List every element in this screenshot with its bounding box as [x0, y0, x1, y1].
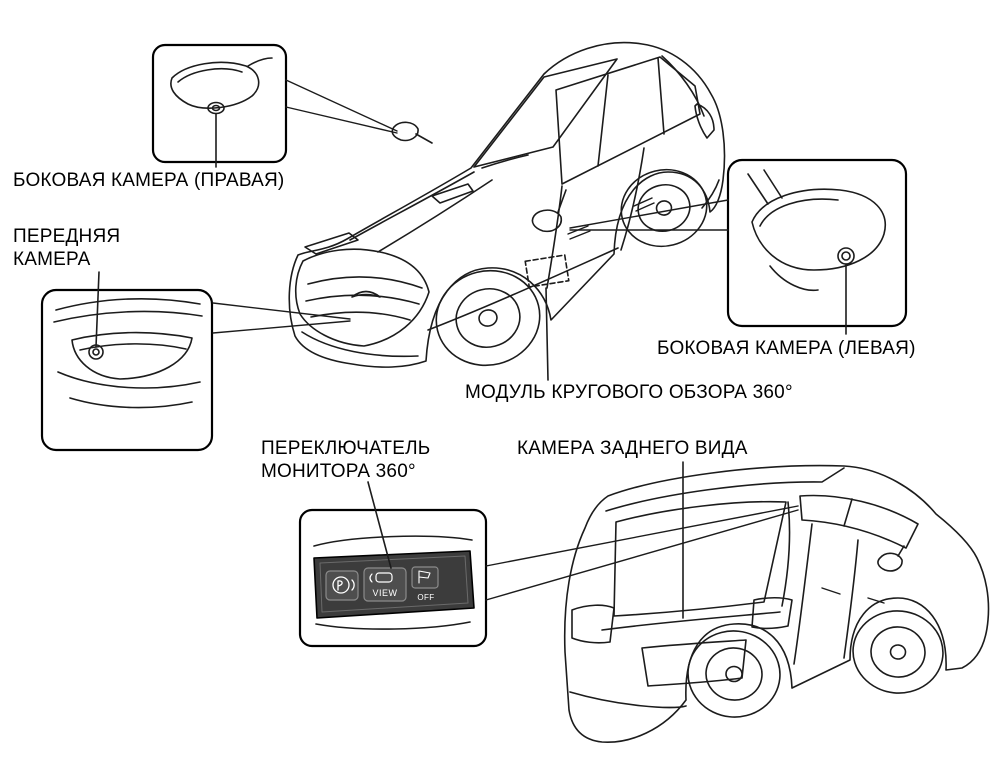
- leader-line-front-camera-label: [95, 271, 100, 348]
- front-door-edge: [793, 523, 813, 665]
- off-label: OFF: [417, 593, 434, 602]
- left-mirror-closeup-illustration: [747, 169, 886, 292]
- taillight-left: [571, 604, 615, 644]
- windshield: [473, 58, 618, 168]
- hood-crease-2: [377, 179, 493, 253]
- c-pillar: [657, 57, 665, 135]
- roof-spoiler: [605, 467, 845, 512]
- view-button-label: VIEW: [372, 588, 397, 598]
- rear-car-illustration: [563, 464, 990, 743]
- pointer-wedge-front-bumper: [212, 302, 351, 334]
- headlight-right: [431, 183, 474, 204]
- leader-line-module-360: [545, 287, 549, 381]
- rear-door-edge: [843, 539, 859, 659]
- b-pillar: [597, 74, 609, 167]
- rear-car-body-outline: [563, 464, 990, 743]
- view-button: VIEW: [363, 567, 407, 602]
- parking-sensor-button: [325, 570, 359, 601]
- rear-door-edge: [620, 147, 645, 251]
- front-grille: [294, 248, 430, 347]
- headlight-left: [304, 232, 359, 255]
- callout-front-camera: [40, 271, 351, 452]
- dashboard-bottom-line: [315, 621, 471, 630]
- callout-left-side-camera: [569, 158, 908, 335]
- side-character-line: [427, 247, 619, 331]
- leader-line-monitor-switch: [367, 481, 392, 569]
- dashboard-top-line: [313, 535, 473, 547]
- car-body-outline: [288, 41, 726, 368]
- off-indicator-icon: [418, 570, 431, 584]
- hatch-crease: [601, 611, 781, 631]
- cowl-line: [481, 154, 529, 169]
- side-windows: [799, 494, 919, 549]
- pointer-wedge-right-mirror: [285, 79, 398, 134]
- label-module-360: МОДУЛЬ КРУГОВОГО ОБЗОРА 360°: [465, 382, 793, 403]
- bumper-lip: [301, 331, 419, 358]
- door-handles: [821, 587, 885, 604]
- license-plate-recess: [641, 639, 747, 687]
- d-pillar-line: [781, 501, 791, 607]
- off-switch: OFF: [411, 566, 439, 602]
- pointer-wedge-rear-car: [485, 505, 799, 601]
- module-location-dashed-box: [524, 254, 570, 288]
- label-rear-camera: КАМЕРА ЗАДНЕГО ВИДА: [517, 438, 748, 459]
- front-car-illustration: [288, 41, 726, 368]
- left-side-mirror: [877, 545, 905, 572]
- taillight-right: [751, 596, 793, 630]
- rear-lamp: [694, 103, 715, 139]
- rear-bumper-crease: [569, 691, 687, 709]
- parking-sensor-icon: [332, 576, 355, 594]
- view-button-icon: [369, 572, 393, 583]
- right-mirror-closeup-illustration: [170, 57, 273, 115]
- hood-crease-1: [349, 171, 475, 241]
- front-wheel: [435, 269, 541, 367]
- label-monitor-switch: ПЕРЕКЛЮЧАТЕЛЬ МОНИТОРА 360°: [261, 438, 431, 482]
- label-side-camera-left: БОКОВАЯ КАМЕРА (ЛЕВАЯ): [657, 338, 916, 359]
- pointer-wedge-left-mirror: [569, 199, 729, 231]
- label-front-camera: ПЕРЕДНЯЯ КАМЕРА: [13, 226, 121, 270]
- callout-monitor-switch: VIEW OFF: [298, 481, 799, 648]
- switch-panel-inner-edge: [319, 555, 469, 613]
- right-side-mirror: [391, 121, 433, 144]
- rear-window: [613, 500, 787, 617]
- rear-bumper-crease: [701, 179, 720, 209]
- callout-right-side-camera: [151, 43, 398, 168]
- front-left-wheel: [852, 610, 944, 694]
- rear-pillar-line: [661, 55, 705, 117]
- brand-emblem: [351, 290, 381, 298]
- b-pillar: [843, 498, 853, 527]
- label-side-camera-right: БОКОВАЯ КАМЕРА (ПРАВАЯ): [13, 170, 285, 191]
